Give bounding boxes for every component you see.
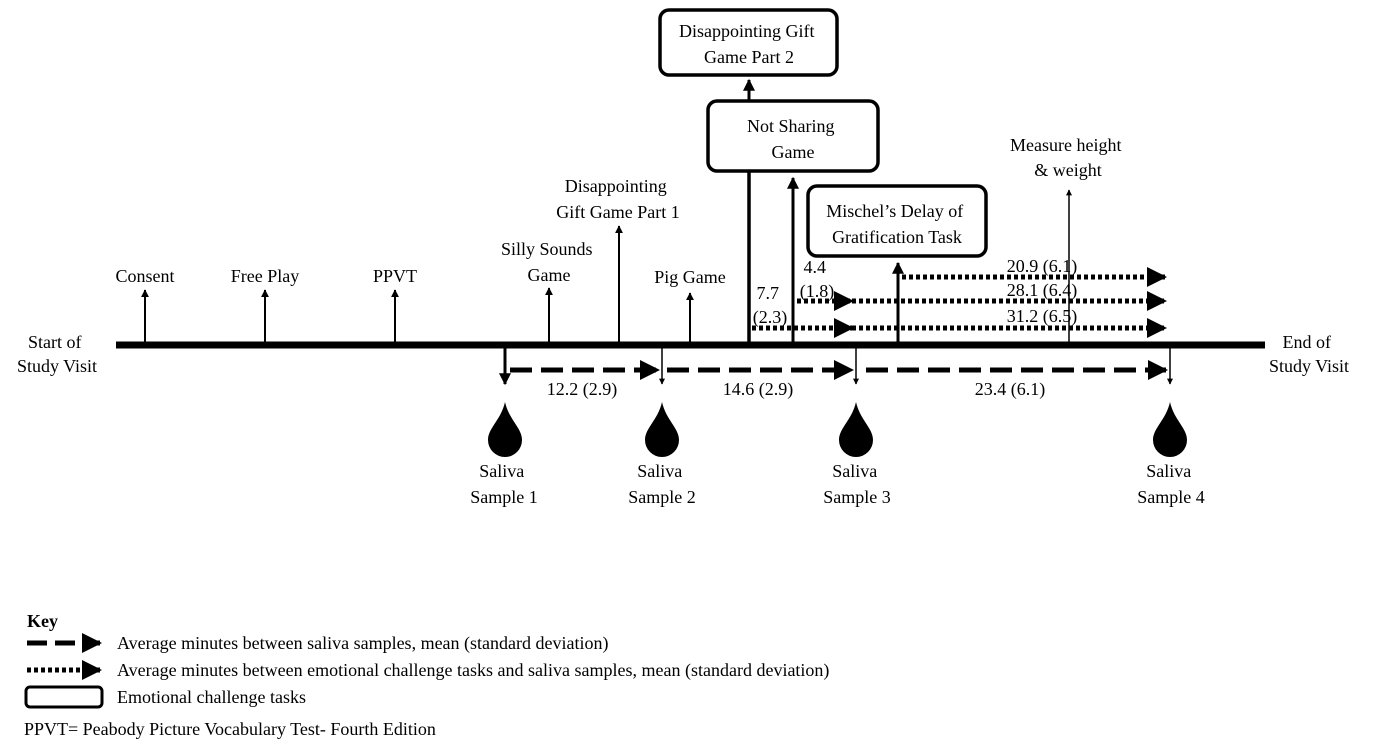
activity-silly-sounds: Silly Sounds Game: [501, 239, 597, 342]
saliva-droplet-icon: [645, 402, 679, 457]
saliva-3-label: Saliva Sample 3: [823, 461, 891, 507]
interval-task-b-label: 4.4 (1.8): [800, 257, 835, 302]
interval-2-3-label: 14.6 (2.9): [723, 379, 794, 400]
not-sharing-box: [706, 99, 880, 173]
key-box-label: Emotional challenge tasks: [117, 687, 306, 707]
task-intervals: 7.7 (2.3) 4.4 (1.8) 20.9 (6.1) 28.1 (6.4…: [752, 256, 1167, 338]
saliva-1-label: Saliva Sample 1: [470, 461, 538, 507]
activity-consent: Consent: [115, 266, 175, 342]
delay-gratification-label: Mischel’s Delay of Gratification Task: [826, 201, 967, 247]
activity-pig-game: Pig Game: [654, 267, 726, 342]
interval-delay-to-sample4-label: 20.9 (6.1): [1007, 256, 1078, 277]
pig-game-label: Pig Game: [654, 267, 726, 287]
disappointing-gift-1-label: Disappointing Gift Game Part 1: [556, 176, 679, 222]
challenge-not-sharing: Not Sharing Game: [706, 99, 880, 342]
activity-measure: Measure height & weight: [1010, 135, 1126, 342]
key-dashed-label: Average minutes between saliva samples, …: [117, 633, 609, 654]
interval-a-to-sample4-label: 31.2 (6.5): [1007, 306, 1078, 327]
challenge-disappointing-gift-2: Disappointing Gift Game Part 2: [658, 8, 839, 101]
interval-task-a-label: 7.7 (2.3): [753, 283, 788, 328]
activity-disappointing-gift-1: Disappointing Gift Game Part 1: [556, 176, 680, 342]
key-box-symbol: [24, 685, 104, 709]
end-label: End of Study Visit: [1269, 332, 1349, 376]
key-note: PPVT= Peabody Picture Vocabulary Test- F…: [24, 719, 436, 739]
saliva-sample-3: Saliva Sample 3: [823, 348, 891, 507]
start-label: Start of Study Visit: [17, 332, 97, 376]
saliva-sample-1: Saliva Sample 1: [470, 348, 538, 507]
key-title: Key: [27, 611, 58, 631]
saliva-4-label: Saliva Sample 4: [1137, 461, 1205, 507]
measure-label: Measure height & weight: [1010, 135, 1126, 180]
ppvt-label: PPVT: [373, 266, 417, 286]
saliva-droplet-icon: [1153, 402, 1187, 457]
free-play-label: Free Play: [231, 266, 299, 286]
disappointing-gift-2-box: [658, 8, 839, 77]
key: Key Average minutes between saliva sampl…: [24, 611, 829, 739]
interval-b-to-sample4-label: 28.1 (6.4): [1007, 280, 1078, 301]
silly-sounds-label: Silly Sounds Game: [501, 239, 597, 285]
disappointing-gift-2-label: Disappointing Gift Game Part 2: [679, 21, 819, 67]
not-sharing-label: Not Sharing Game: [747, 116, 839, 162]
activity-free-play: Free Play: [231, 266, 299, 342]
saliva-intervals: 12.2 (2.9) 14.6 (2.9) 23.4 (6.1): [510, 360, 1168, 400]
saliva-droplet-icon: [839, 402, 873, 457]
saliva-sample-4: Saliva Sample 4: [1137, 348, 1205, 507]
key-dotted-label: Average minutes between emotional challe…: [117, 660, 829, 681]
saliva-sample-2: Saliva Sample 2: [628, 348, 696, 507]
challenge-delay-gratification: Mischel’s Delay of Gratification Task: [806, 184, 988, 342]
saliva-droplet-icon: [488, 402, 522, 457]
saliva-2-label: Saliva Sample 2: [628, 461, 696, 507]
interval-3-4-label: 23.4 (6.1): [975, 379, 1046, 400]
consent-label: Consent: [115, 266, 174, 286]
interval-1-2-label: 12.2 (2.9): [547, 379, 618, 400]
delay-gratification-box: [806, 184, 988, 258]
activity-ppvt: PPVT: [373, 266, 417, 342]
